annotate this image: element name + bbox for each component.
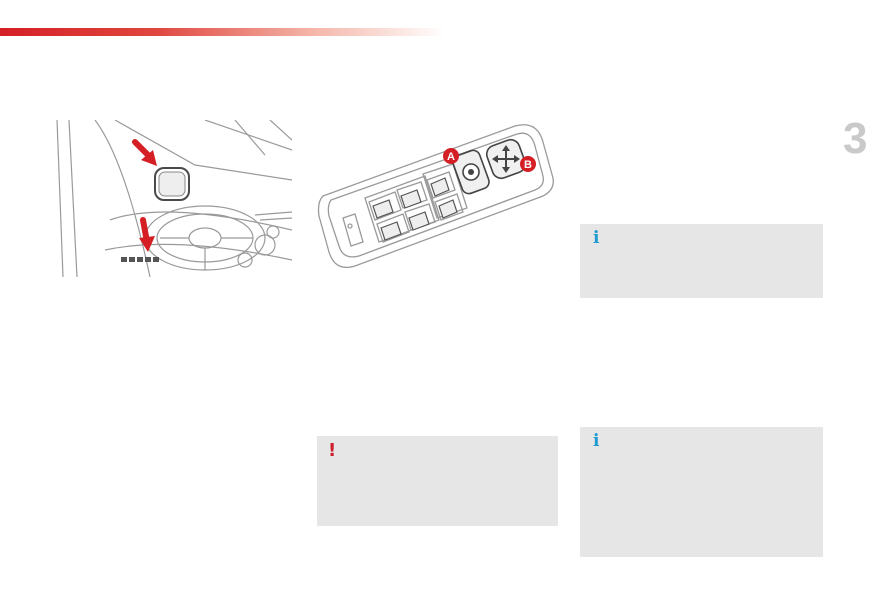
label-a: A [447,151,455,163]
info-icon: i [593,228,600,248]
switch-panel-drawing: A B [317,124,554,268]
door-switch-panel-illustration: A B [315,118,555,268]
header-accent-bar [0,28,445,36]
info-note-2: i [580,427,823,557]
info-note: i [580,224,823,298]
warning-icon: ! [328,440,337,461]
info-icon: i [593,431,600,451]
car-interior-drawing [56,120,292,277]
label-b: B [524,159,532,171]
chapter-number: 3 [843,114,868,163]
warning-note: ! [317,436,558,526]
car-interior-illustration [55,120,292,277]
